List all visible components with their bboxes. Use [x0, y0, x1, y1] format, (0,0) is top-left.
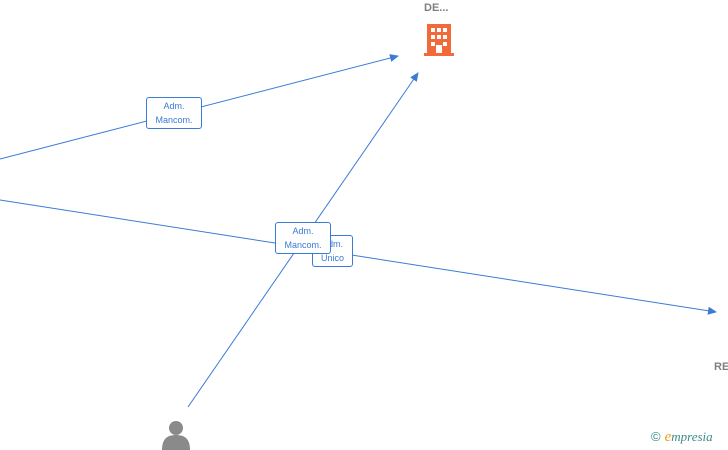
company-right-label[interactable]: RE — [714, 361, 728, 373]
edge-label-line1: Adm. — [292, 226, 314, 236]
edge-label-left-upper[interactable]: Adm. Mancom. — [146, 97, 202, 129]
edge-label-line2: Unico — [320, 253, 344, 263]
edge-label-line2: Mancom. — [155, 115, 193, 125]
edge-label-line1: Adm. — [163, 101, 185, 111]
edge-label-line2: Mancom. — [284, 240, 322, 250]
edge-label-person[interactable]: Adm. Mancom. — [275, 222, 331, 254]
brand-watermark: ©empresia — [651, 429, 713, 446]
brand-name: mpresia — [671, 429, 713, 444]
building-icon[interactable] — [424, 24, 454, 56]
edge-left-lower-to-right[interactable] — [0, 199, 717, 315]
edge-label-line1: Adm. — [321, 239, 343, 249]
person-icon[interactable] — [162, 421, 190, 450]
copyright-icon: © — [651, 429, 661, 444]
company-top-label[interactable]: DE... — [424, 2, 449, 14]
brand-initial: e — [664, 429, 672, 445]
